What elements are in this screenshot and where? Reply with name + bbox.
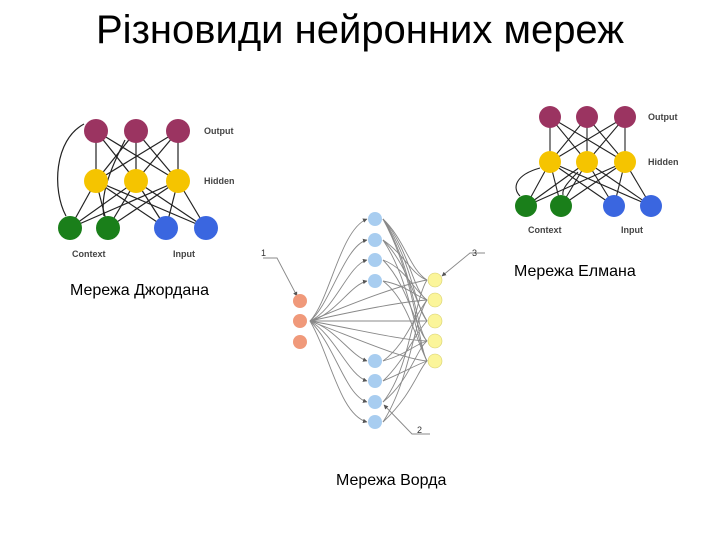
jordan-hidden-node [84,169,108,193]
word-hidden-node [368,212,382,226]
elman-context-node [515,195,537,217]
elman-context-label: Context [528,225,562,235]
elman-context-node [550,195,572,217]
word-output-node [427,333,443,349]
word-marker-1: 1 [261,248,266,258]
word-edges [263,218,485,435]
jordan-output-label: Output [204,126,234,136]
jordan-context-label: Context [72,249,106,259]
elman-network: Output Hidden Context Input [515,106,679,235]
elman-output-node [614,106,636,128]
elman-input-node [603,195,625,217]
word-network: 1 2 3 [261,212,485,435]
word-output-node [427,353,443,369]
word-input-node [293,314,307,328]
caption-elman: Мережа Елмана [514,263,636,280]
jordan-context-node [58,216,82,240]
jordan-hidden-node [166,169,190,193]
jordan-context-node [96,216,120,240]
jordan-output-node [166,119,190,143]
elman-input-node [640,195,662,217]
elman-hidden-node [614,151,636,173]
word-output-node [427,313,443,329]
word-hidden-node [368,374,382,388]
caption-word: Мережа Ворда [336,472,447,489]
word-hidden-node [368,354,382,368]
jordan-hidden-label: Hidden [204,176,235,186]
elman-output-label: Output [648,112,678,122]
jordan-input-node [154,216,178,240]
word-marker-2: 2 [417,425,422,435]
word-hidden-node [368,395,382,409]
word-hidden-node [368,415,382,429]
word-hidden-node [368,233,382,247]
elman-output-node [539,106,561,128]
elman-input-label: Input [621,225,643,235]
word-marker-3: 3 [472,248,477,258]
word-output-node [427,272,443,288]
elman-hidden-label: Hidden [648,157,679,167]
elman-hidden-node [539,151,561,173]
word-output-node [427,292,443,308]
jordan-input-node [194,216,218,240]
jordan-hidden-node [124,169,148,193]
caption-jordan: Мережа Джордана [70,282,210,299]
word-hidden-node [368,253,382,267]
jordan-output-node [124,119,148,143]
word-input-node [293,294,307,308]
page-title: Різновиди нейронних мереж [96,8,624,52]
jordan-input-label: Input [173,249,195,259]
word-hidden-node [368,274,382,288]
jordan-network: Output Hidden Context Input [57,119,235,259]
jordan-output-node [84,119,108,143]
elman-output-node [576,106,598,128]
word-input-node [293,335,307,349]
elman-hidden-node [576,151,598,173]
